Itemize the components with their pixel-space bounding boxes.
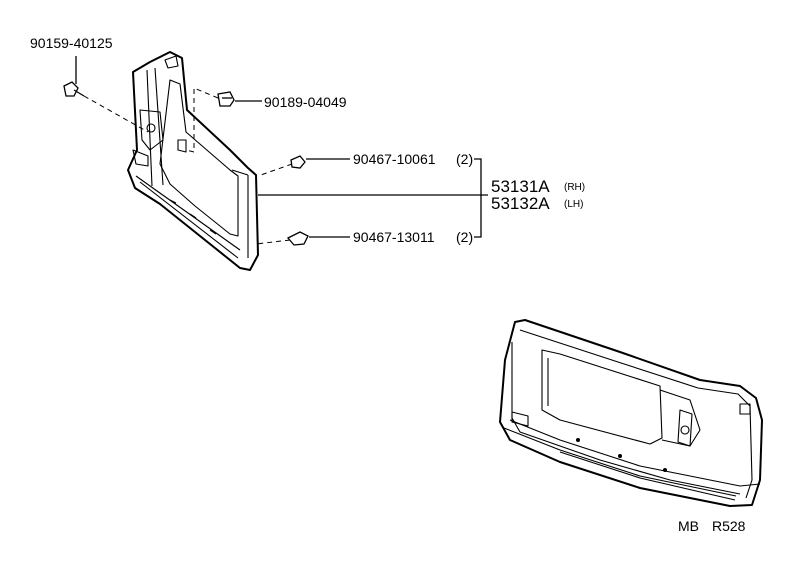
label-clip-lower-qty: (2) — [456, 229, 473, 245]
label-bezel-rh: 53131A — [491, 177, 550, 196]
label-bezel-lh-side: (LH) — [564, 199, 583, 210]
diagram-code-prefix: MB — [678, 518, 699, 534]
diagram-code: R528 — [712, 518, 746, 534]
dash-clip-upper — [185, 87, 219, 153]
dash-clip-lower — [255, 239, 291, 245]
headlamp-bezel-upper[interactable] — [127, 51, 259, 271]
clip-lower-icon[interactable] — [286, 231, 309, 246]
label-bezel-rh-side: (RH) — [564, 182, 585, 193]
dash-bolt — [83, 95, 149, 133]
clip-mid-icon[interactable] — [290, 155, 306, 169]
label-bezel-lh: 53132A — [491, 194, 550, 213]
callout-bracket — [258, 158, 488, 238]
label-clip-lower: 90467-13011 — [353, 229, 435, 245]
label-bolt: 90159-40125 — [30, 35, 113, 51]
bolt-icon[interactable] — [63, 81, 85, 97]
clip-upper-icon[interactable] — [217, 91, 235, 107]
dash-clip-mid — [257, 163, 293, 177]
label-clip-mid-qty: (2) — [456, 151, 473, 167]
label-clip-upper: 90189-04049 — [264, 94, 347, 110]
label-clip-mid: 90467-10061 — [353, 151, 436, 167]
headlamp-bezel-lower[interactable] — [499, 319, 763, 507]
